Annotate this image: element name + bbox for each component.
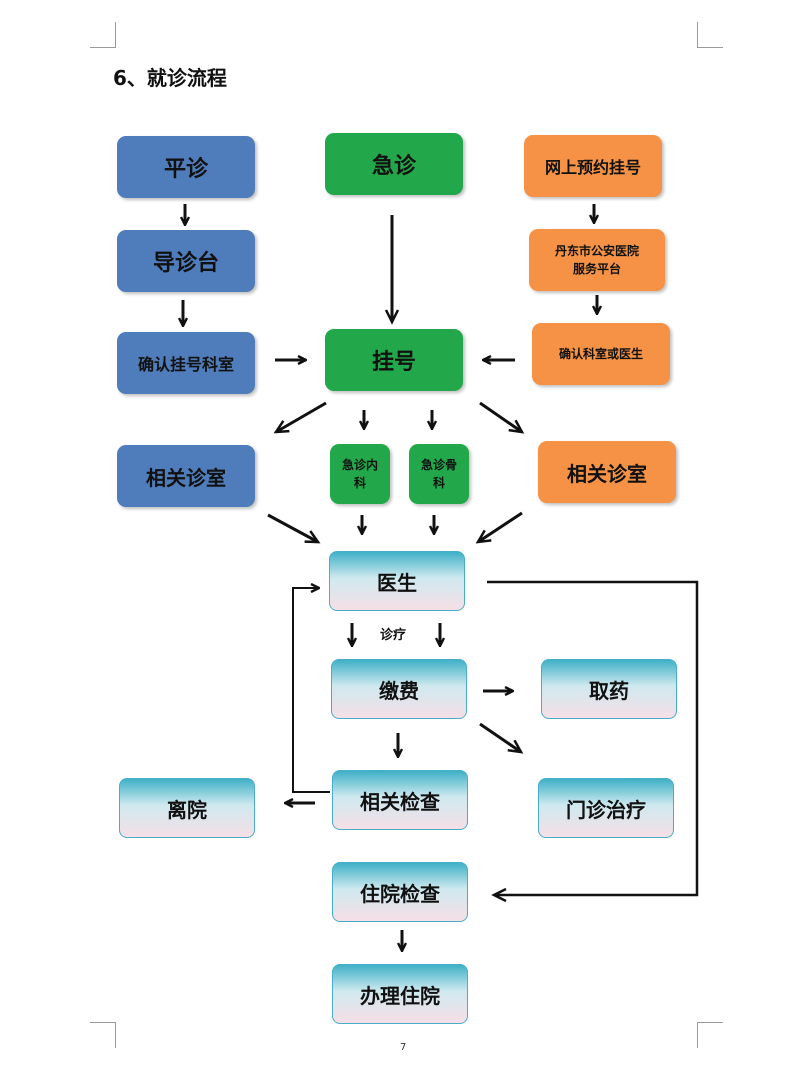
node-jiaofei: 缴费 (331, 659, 467, 719)
node-jiancha: 相关检查 (332, 770, 468, 830)
node-wangshang: 网上预约挂号 (524, 135, 662, 197)
crop-mark (697, 1022, 723, 1023)
arrow-jiaofei-menzhen (479, 722, 524, 754)
crop-mark (90, 47, 116, 48)
crop-mark (115, 22, 116, 48)
node-guahao: 挂号 (325, 329, 463, 391)
edge-label-zhenliao: 诊疗 (380, 628, 407, 643)
page-number: 7 (400, 1042, 407, 1053)
crop-mark (697, 22, 698, 48)
node-xiangguan-left: 相关诊室 (117, 445, 255, 507)
node-yisheng: 医生 (329, 551, 465, 611)
arrow-right-yisheng (475, 511, 523, 544)
node-jizhen: 急诊 (325, 133, 463, 195)
arrow-yisheng-zhuyuan (487, 580, 699, 903)
node-xiangguan-right: 相关诊室 (538, 441, 676, 503)
arrow-jiancha-yisheng-loop (292, 588, 330, 793)
node-jizhen-waike: 急诊骨科 (409, 444, 469, 504)
node-banli: 办理住院 (332, 964, 468, 1024)
node-pingzhen: 平诊 (117, 136, 255, 198)
arrow-guahao-left (273, 401, 327, 434)
node-quyao: 取药 (541, 659, 677, 719)
node-zhuyuan-jiancha: 住院检查 (332, 862, 468, 922)
node-jizhen-neike: 急诊内科 (330, 444, 390, 504)
crop-mark (90, 1022, 116, 1023)
node-queren-yisheng: 确认科室或医生 (532, 323, 670, 385)
section-title: 6、就诊流程 (113, 66, 227, 90)
arrow-guahao-right (479, 401, 525, 434)
arrow-left-yisheng (267, 513, 321, 544)
node-daozhentai: 导诊台 (117, 230, 255, 292)
node-menzhen: 门诊治疗 (538, 778, 674, 838)
crop-mark (115, 1022, 116, 1048)
crop-mark (697, 47, 723, 48)
node-queren-keshi: 确认挂号科室 (117, 332, 255, 394)
node-likuan: 离院 (119, 778, 255, 838)
node-platform: 丹东市公安医院服务平台 (529, 229, 665, 291)
crop-mark (697, 1022, 698, 1048)
